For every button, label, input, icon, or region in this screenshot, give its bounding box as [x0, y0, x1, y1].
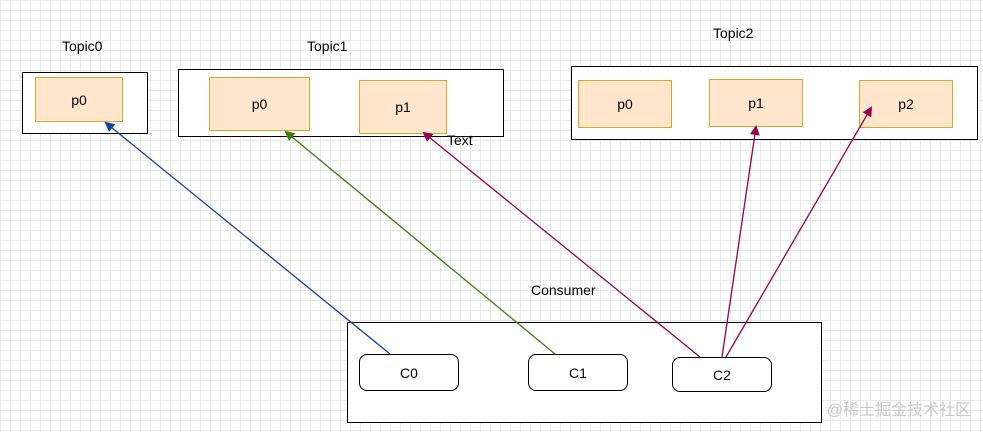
topic2-title: Topic2	[713, 25, 754, 41]
consumer-group-title: Consumer	[531, 282, 596, 298]
edge-c1-topic1-p0	[284, 130, 556, 355]
consumer-c0[interactable]: C0	[359, 354, 459, 391]
consumer-c2[interactable]: C2	[672, 357, 772, 392]
consumer-c1[interactable]: C1	[528, 354, 628, 391]
topic1-title: Topic1	[307, 38, 348, 54]
topic1-partition-p0[interactable]: p0	[209, 77, 310, 131]
topic0-partition-p0[interactable]: p0	[35, 77, 123, 122]
watermark: @稀土掘金技术社区	[826, 402, 971, 419]
edge-c2-topic1-p1	[422, 131, 701, 358]
edge-c2-topic2-p1	[721, 125, 760, 358]
edge-text-label: Text	[447, 132, 473, 148]
topic1-partition-p1[interactable]: p1	[359, 80, 447, 134]
edge-c2-topic2-p2	[725, 106, 873, 358]
topic0-title: Topic0	[62, 38, 103, 54]
edge-c0-topic0-p0	[104, 121, 391, 355]
topic2-partition-p2[interactable]: p2	[859, 80, 953, 128]
topic2-partition-p0[interactable]: p0	[578, 80, 672, 128]
